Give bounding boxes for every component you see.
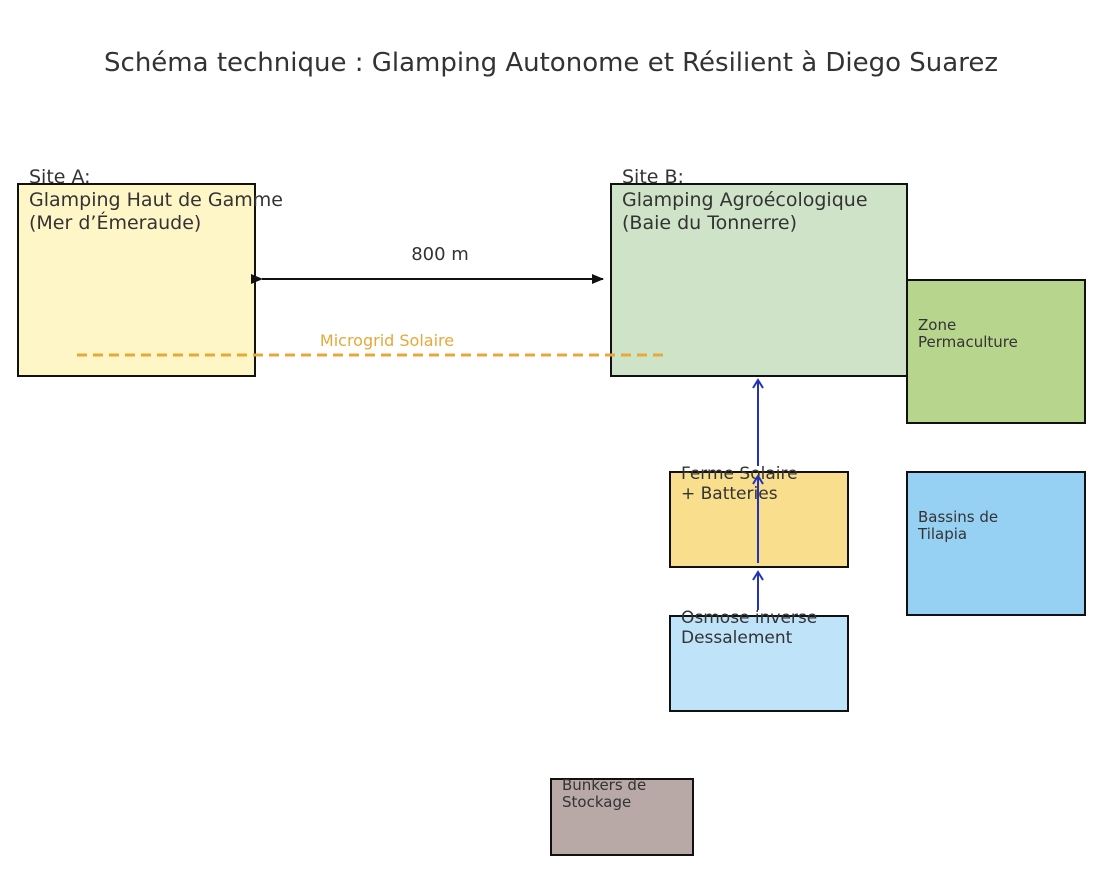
flow-arrowhead-solar-to-site-b: [752, 378, 764, 389]
osmosis-box: [669, 615, 849, 712]
tilapia-label: Bassins de Tilapia: [918, 508, 999, 543]
bunkers-box: [550, 778, 694, 856]
flow-arrowhead-solar-internal: [752, 474, 764, 485]
site-b-box: [610, 183, 908, 377]
page-title: Schéma technique : Glamping Autonome et …: [104, 48, 998, 78]
permaculture-box: [906, 279, 1086, 424]
site-a-label: Site A: Glamping Haut de Gamme (Mer d’Ém…: [29, 166, 283, 234]
bunkers-label: Bunkers de Stockage: [562, 776, 647, 811]
site-a-box: [17, 183, 256, 377]
osmosis-label: Osmose inverse Dessalement: [681, 608, 818, 649]
distance-label: 800 m: [411, 244, 469, 265]
flow-arrowhead-osmosis-to-solar: [752, 570, 764, 581]
site-b-label: Site B: Glamping Agroécologique (Baie du…: [622, 166, 868, 234]
permaculture-label: Zone Permaculture: [918, 316, 1018, 351]
microgrid-label: Microgrid Solaire: [320, 331, 454, 350]
tilapia-box: [906, 471, 1086, 616]
